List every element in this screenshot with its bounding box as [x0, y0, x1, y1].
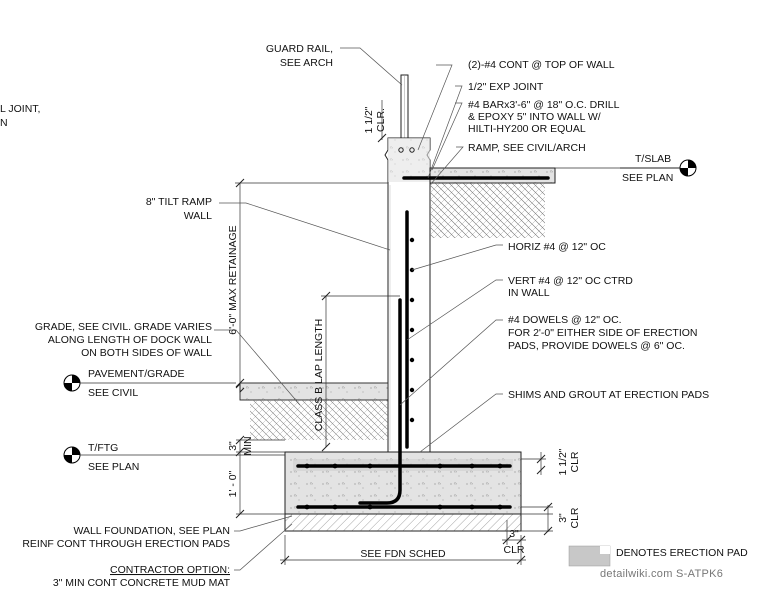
mud-mat-label: 3" MIN CONT CONCRETE MUD MAT [53, 577, 231, 589]
one-ft-text: 1' - 0" [227, 470, 239, 497]
erection-pad-legend [568, 545, 611, 567]
erection-pad-label: DENOTES ERECTION PAD [616, 547, 748, 559]
ramp-label: RAMP, SEE CIVIL/ARCH [468, 142, 586, 154]
guard-rail-label-2: SEE ARCH [280, 57, 333, 69]
bar-label-3: HILTI-HY200 OR EQUAL [468, 123, 586, 135]
wall-fdn-label-2: REINF CONT THROUGH ERECTION PADS [22, 538, 230, 550]
see-plan-label-2: SEE PLAN [88, 461, 139, 473]
partial-left-text-1: L JOINT, [0, 103, 40, 115]
pavement-label: PAVEMENT/GRADE [88, 368, 184, 380]
three-clr-text-b: CLR [569, 507, 581, 528]
tftg-label: T/FTG [88, 442, 118, 454]
three-clr-text-a: 3" [557, 513, 569, 523]
partial-left-text-2: N [0, 117, 8, 129]
dowels-label-3: PADS, PROVIDE DOWELS @ 6" OC. [508, 340, 685, 352]
callouts: GUARD RAIL, SEE ARCH (2)-#4 CONT @ TOP O… [22, 43, 748, 589]
see-fdn-label: SEE FDN SCHED [360, 548, 446, 560]
guard-rail [400, 74, 409, 139]
wall-foundation [284, 451, 522, 532]
level-marker-tftg [63, 446, 285, 464]
tilt-wall-label-1: 8" TILT RAMP [146, 196, 212, 208]
grade-label-2: ALONG LENGTH OF DOCK WALL [48, 334, 212, 346]
dowels-label-1: #4 DOWELS @ 12" OC. [508, 314, 622, 326]
one-half-text-a: 1 1/2" [557, 448, 569, 475]
leaders [214, 47, 503, 571]
grade-label-1: GRADE, SEE CIVIL. GRADE VARIES [35, 321, 212, 333]
level-marker-pavement [63, 374, 236, 392]
vert-label-2: IN WALL [508, 287, 550, 299]
one-half-text-b: CLR [569, 451, 581, 472]
three-min-text-a: 3" [227, 441, 239, 451]
tslab-label: T/SLAB [635, 153, 671, 165]
shims-label: SHIMS AND GROUT AT ERECTION PADS [508, 389, 709, 401]
clr-top-text-b: CLR. [375, 108, 387, 132]
exp-joint-label: 1/2" EXP JOINT [468, 81, 544, 93]
six-ft-text: 6'-0" MAX RETAINAGE [227, 225, 239, 334]
clr-top-text: 1 1/2" [363, 106, 375, 133]
watermark-text: detailwiki.com S-ATPK6 [600, 568, 723, 580]
see-plan-label-1: SEE PLAN [622, 172, 673, 184]
contractor-label: CONTRACTOR OPTION: [110, 564, 230, 576]
wall-fdn-label-1: WALL FOUNDATION, SEE PLAN [73, 525, 230, 537]
three-min-text-b: MIN [242, 436, 254, 455]
grade-label-3: ON BOTH SIDES OF WALL [81, 347, 212, 359]
cont-top-label: (2)-#4 CONT @ TOP OF WALL [468, 59, 615, 71]
bar-label-1: #4 BARx3'-6" @ 18" O.C. DRILL [468, 99, 620, 111]
dimension-lines [235, 100, 553, 565]
dimension-text: 1 1/2" CLR. 6'-0" MAX RETAINAGE CLASS B … [227, 106, 581, 556]
class-b-text: CLASS B LAP LENGTH [313, 319, 325, 431]
clr-bottom-text: CLR [503, 544, 524, 556]
horiz-label: HORIZ #4 @ 12" OC [508, 241, 606, 253]
guard-rail-label-1: GUARD RAIL, [266, 43, 333, 55]
vert-label-1: VERT #4 @ 12" OC CTRD [508, 275, 633, 287]
pavement-grade [235, 382, 389, 440]
bar-label-2: & EPOXY 5" INTO WALL W/ [468, 111, 601, 123]
three-bottom-text: 3" [509, 528, 519, 540]
see-civil-label: SEE CIVIL [88, 387, 138, 399]
rebar [296, 176, 550, 510]
tilt-wall-label-2: WALL [184, 210, 212, 222]
level-marker-tslab [555, 159, 697, 177]
dowels-label-2: FOR 2'-0" EITHER SIDE OF ERECTION [508, 327, 698, 339]
